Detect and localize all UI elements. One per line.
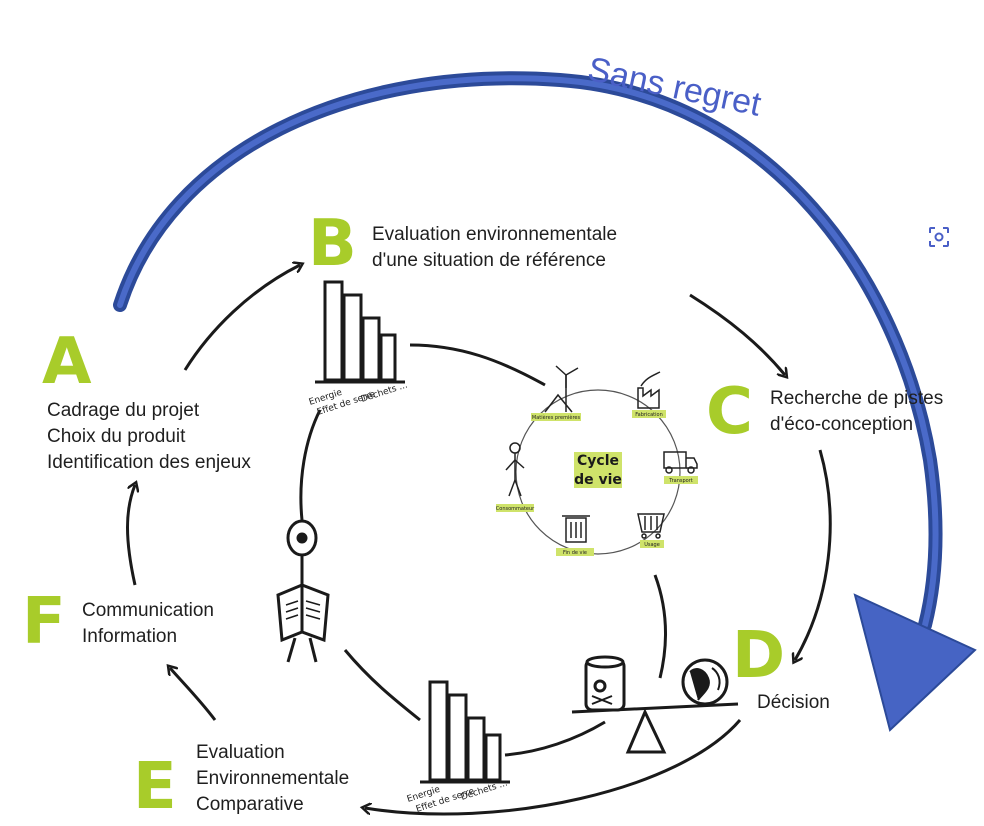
step-b-text: Evaluation environnementale d'une situat… bbox=[372, 222, 617, 274]
inner-stroke-b-cycle bbox=[409, 343, 546, 387]
step-a-text: Cadrage du projet Choix du produit Ident… bbox=[47, 398, 251, 476]
stage-highlight-fab bbox=[632, 410, 666, 418]
stage-highlight-transport bbox=[664, 476, 698, 484]
step-a-line-3: Identification des enjeux bbox=[47, 452, 251, 473]
arrow-d-to-e bbox=[365, 719, 742, 816]
step-f-line-1: Communication bbox=[82, 600, 214, 621]
step-letter-e: E bbox=[133, 750, 177, 824]
step-letter-b: B bbox=[308, 207, 357, 281]
step-c-text: Recherche de pistes d'éco-conception bbox=[770, 386, 943, 438]
bar-e-3 bbox=[466, 716, 486, 782]
step-c-line-2: d'éco-conception bbox=[770, 414, 914, 435]
bar-b-1 bbox=[323, 280, 344, 382]
arrow-a-to-b bbox=[183, 265, 300, 371]
step-f-line-2: Information bbox=[82, 626, 178, 647]
stage-highlight-eol bbox=[556, 548, 594, 556]
life-cycle-diagram: Cycle de vie Matières premières Fabricat… bbox=[496, 365, 698, 556]
step-e-line-2: Environnementale bbox=[196, 768, 350, 789]
step-letter-c: C bbox=[706, 375, 753, 449]
bar-chart-b: Energie Effet de serre Déchets ... bbox=[308, 280, 409, 418]
stage-label-eol: Fin de vie bbox=[563, 550, 587, 556]
wind-turbine-icon bbox=[544, 365, 579, 413]
step-a-line-2: Choix du produit bbox=[47, 426, 186, 447]
balance-scale-icon bbox=[571, 655, 739, 754]
stage-highlight-raw bbox=[531, 413, 581, 421]
bar-b-2 bbox=[342, 293, 363, 382]
cycle-title-line1: Cycle bbox=[577, 453, 619, 469]
sans-regret-arrowhead bbox=[853, 593, 977, 732]
bar-b-4 bbox=[379, 333, 397, 382]
scan-icon-glyph bbox=[929, 227, 949, 247]
inner-stroke-cycle-d bbox=[653, 574, 667, 679]
bar-chart-e: Energie Effet de serre Déchets ... bbox=[406, 680, 510, 815]
life-cycle-ring bbox=[515, 389, 681, 555]
stage-label-fab: Fabrication bbox=[635, 412, 663, 418]
inner-stroke-left bbox=[299, 409, 322, 521]
step-e-line-1: Evaluation bbox=[196, 742, 285, 763]
inner-stroke-e-d bbox=[504, 720, 606, 757]
factory-icon bbox=[637, 371, 661, 409]
bar-e-1 bbox=[428, 680, 449, 782]
step-d-text: Décision bbox=[757, 690, 830, 716]
arrow-b-to-c bbox=[689, 293, 785, 375]
trash-bin-icon bbox=[562, 515, 590, 543]
arrow-e-to-f bbox=[170, 668, 217, 721]
arrow-f-to-a bbox=[126, 485, 136, 586]
consumer-figure-icon bbox=[505, 442, 525, 497]
sans-regret-arc-highlight bbox=[117, 75, 939, 628]
stage-label-consumer: Consommateur bbox=[496, 506, 535, 512]
step-b-line-2: d'une situation de référence bbox=[372, 250, 606, 271]
step-d-line-1: Décision bbox=[757, 692, 830, 713]
cycle-title-line2: de vie bbox=[574, 472, 622, 488]
step-letter-d: D bbox=[732, 619, 786, 693]
truck-icon bbox=[663, 451, 698, 474]
step-letter-f: F bbox=[22, 585, 66, 659]
step-a-line-1: Cadrage du projet bbox=[47, 400, 200, 421]
reader-figure-icon bbox=[276, 519, 330, 663]
arrow-c-to-d bbox=[795, 449, 832, 660]
stage-label-usage: Usage bbox=[644, 542, 660, 548]
bar-e-2 bbox=[447, 693, 468, 782]
bar-e-4 bbox=[484, 733, 502, 782]
cycle-title-highlight bbox=[574, 452, 622, 488]
stage-label-raw: Matières premières bbox=[532, 414, 581, 421]
stage-highlight-usage bbox=[640, 540, 664, 548]
step-e-text: Evaluation Environnementale Comparative bbox=[196, 740, 349, 818]
sans-regret-arc bbox=[113, 71, 943, 632]
step-b-line-1: Evaluation environnementale bbox=[372, 224, 618, 245]
stage-highlight-consumer bbox=[496, 504, 534, 512]
step-c-line-1: Recherche de pistes bbox=[770, 388, 944, 409]
scan-icon[interactable] bbox=[924, 222, 954, 252]
step-letter-a: A bbox=[42, 325, 92, 399]
cart-icon bbox=[637, 513, 665, 539]
inner-stroke-reader-e bbox=[343, 649, 421, 722]
step-e-line-3: Comparative bbox=[196, 794, 304, 815]
stage-label-transport: Transport bbox=[668, 478, 693, 484]
step-f-text: Communication Information bbox=[82, 598, 214, 650]
bar-b-3 bbox=[361, 316, 381, 382]
